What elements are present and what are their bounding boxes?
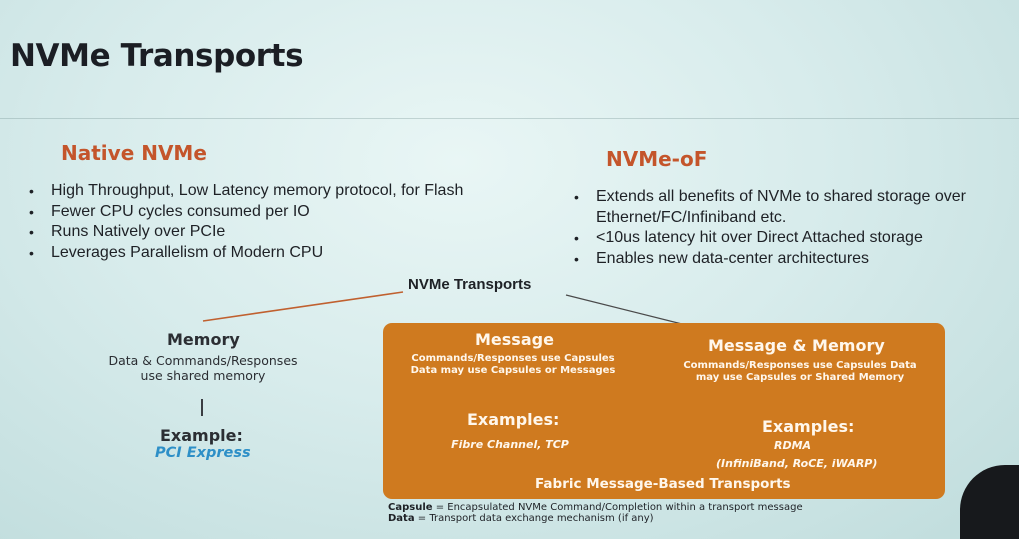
nvme-of-bullets: •Extends all benefits of NVMe to shared … [574, 187, 966, 269]
fabric-transports-box [383, 323, 945, 499]
nvme-of-heading: NVMe-oF [606, 147, 708, 171]
list-item: •Runs Natively over PCIe [29, 222, 463, 243]
list-item: •Leverages Parallelism of Modern CPU [29, 243, 463, 264]
list-item: •High Throughput, Low Latency memory pro… [29, 181, 463, 202]
bullet-icon: • [574, 250, 579, 267]
bullet-icon: • [29, 183, 34, 199]
message-memory-heading: Message & Memory [708, 336, 885, 355]
message-memory-examples-label: Examples: [762, 417, 855, 436]
data-definition: Data = Transport data exchange mechanism… [388, 513, 654, 524]
rdma-variants: (InfiniBand, RoCE, iWARP) [716, 457, 878, 470]
bullet-icon: • [574, 230, 579, 246]
fabric-label: Fabric Message-Based Transports [535, 476, 791, 492]
footnote: Capsule = Encapsulated NVMe Command/Comp… [388, 502, 803, 524]
rdma-example: RDMA [774, 439, 812, 452]
transports-label: NVMe Transports [408, 276, 532, 293]
message-heading: Message [475, 330, 554, 349]
capsule-definition: Capsule = Encapsulated NVMe Command/Comp… [388, 502, 803, 513]
memory-heading: Memory [167, 330, 240, 349]
pci-express-example: PCI Express [155, 445, 251, 461]
message-examples: Fibre Channel, TCP [451, 438, 569, 451]
bullet-icon: • [29, 203, 34, 220]
memory-example-label: Example: [160, 426, 243, 445]
connector-left [202, 291, 404, 322]
native-nvme-heading: Native NVMe [61, 141, 207, 165]
bullet-icon: • [29, 244, 34, 261]
list-item: •Fewer CPU cycles consumed per IO [29, 202, 463, 223]
message-description: Commands/Responses use Capsules Data may… [410, 353, 616, 376]
bullet-icon: • [574, 189, 579, 205]
slide-title: NVMe Transports [10, 38, 304, 74]
memory-description: Data & Commands/Responses use shared mem… [108, 353, 298, 383]
list-item: •Extends all benefits of NVMe to shared … [574, 188, 966, 226]
bullet-icon: • [29, 224, 34, 240]
message-memory-description: Commands/Responses use Capsules Data may… [683, 360, 917, 383]
title-divider [0, 118, 1019, 119]
list-item: •<10us latency hit over Direct Attached … [574, 228, 966, 249]
list-item: •Enables new data-center architectures [574, 249, 966, 270]
memory-connector [201, 399, 203, 416]
message-examples-label: Examples: [467, 410, 560, 429]
connector-right [565, 294, 687, 326]
native-nvme-bullets: •High Throughput, Low Latency memory pro… [29, 181, 463, 263]
